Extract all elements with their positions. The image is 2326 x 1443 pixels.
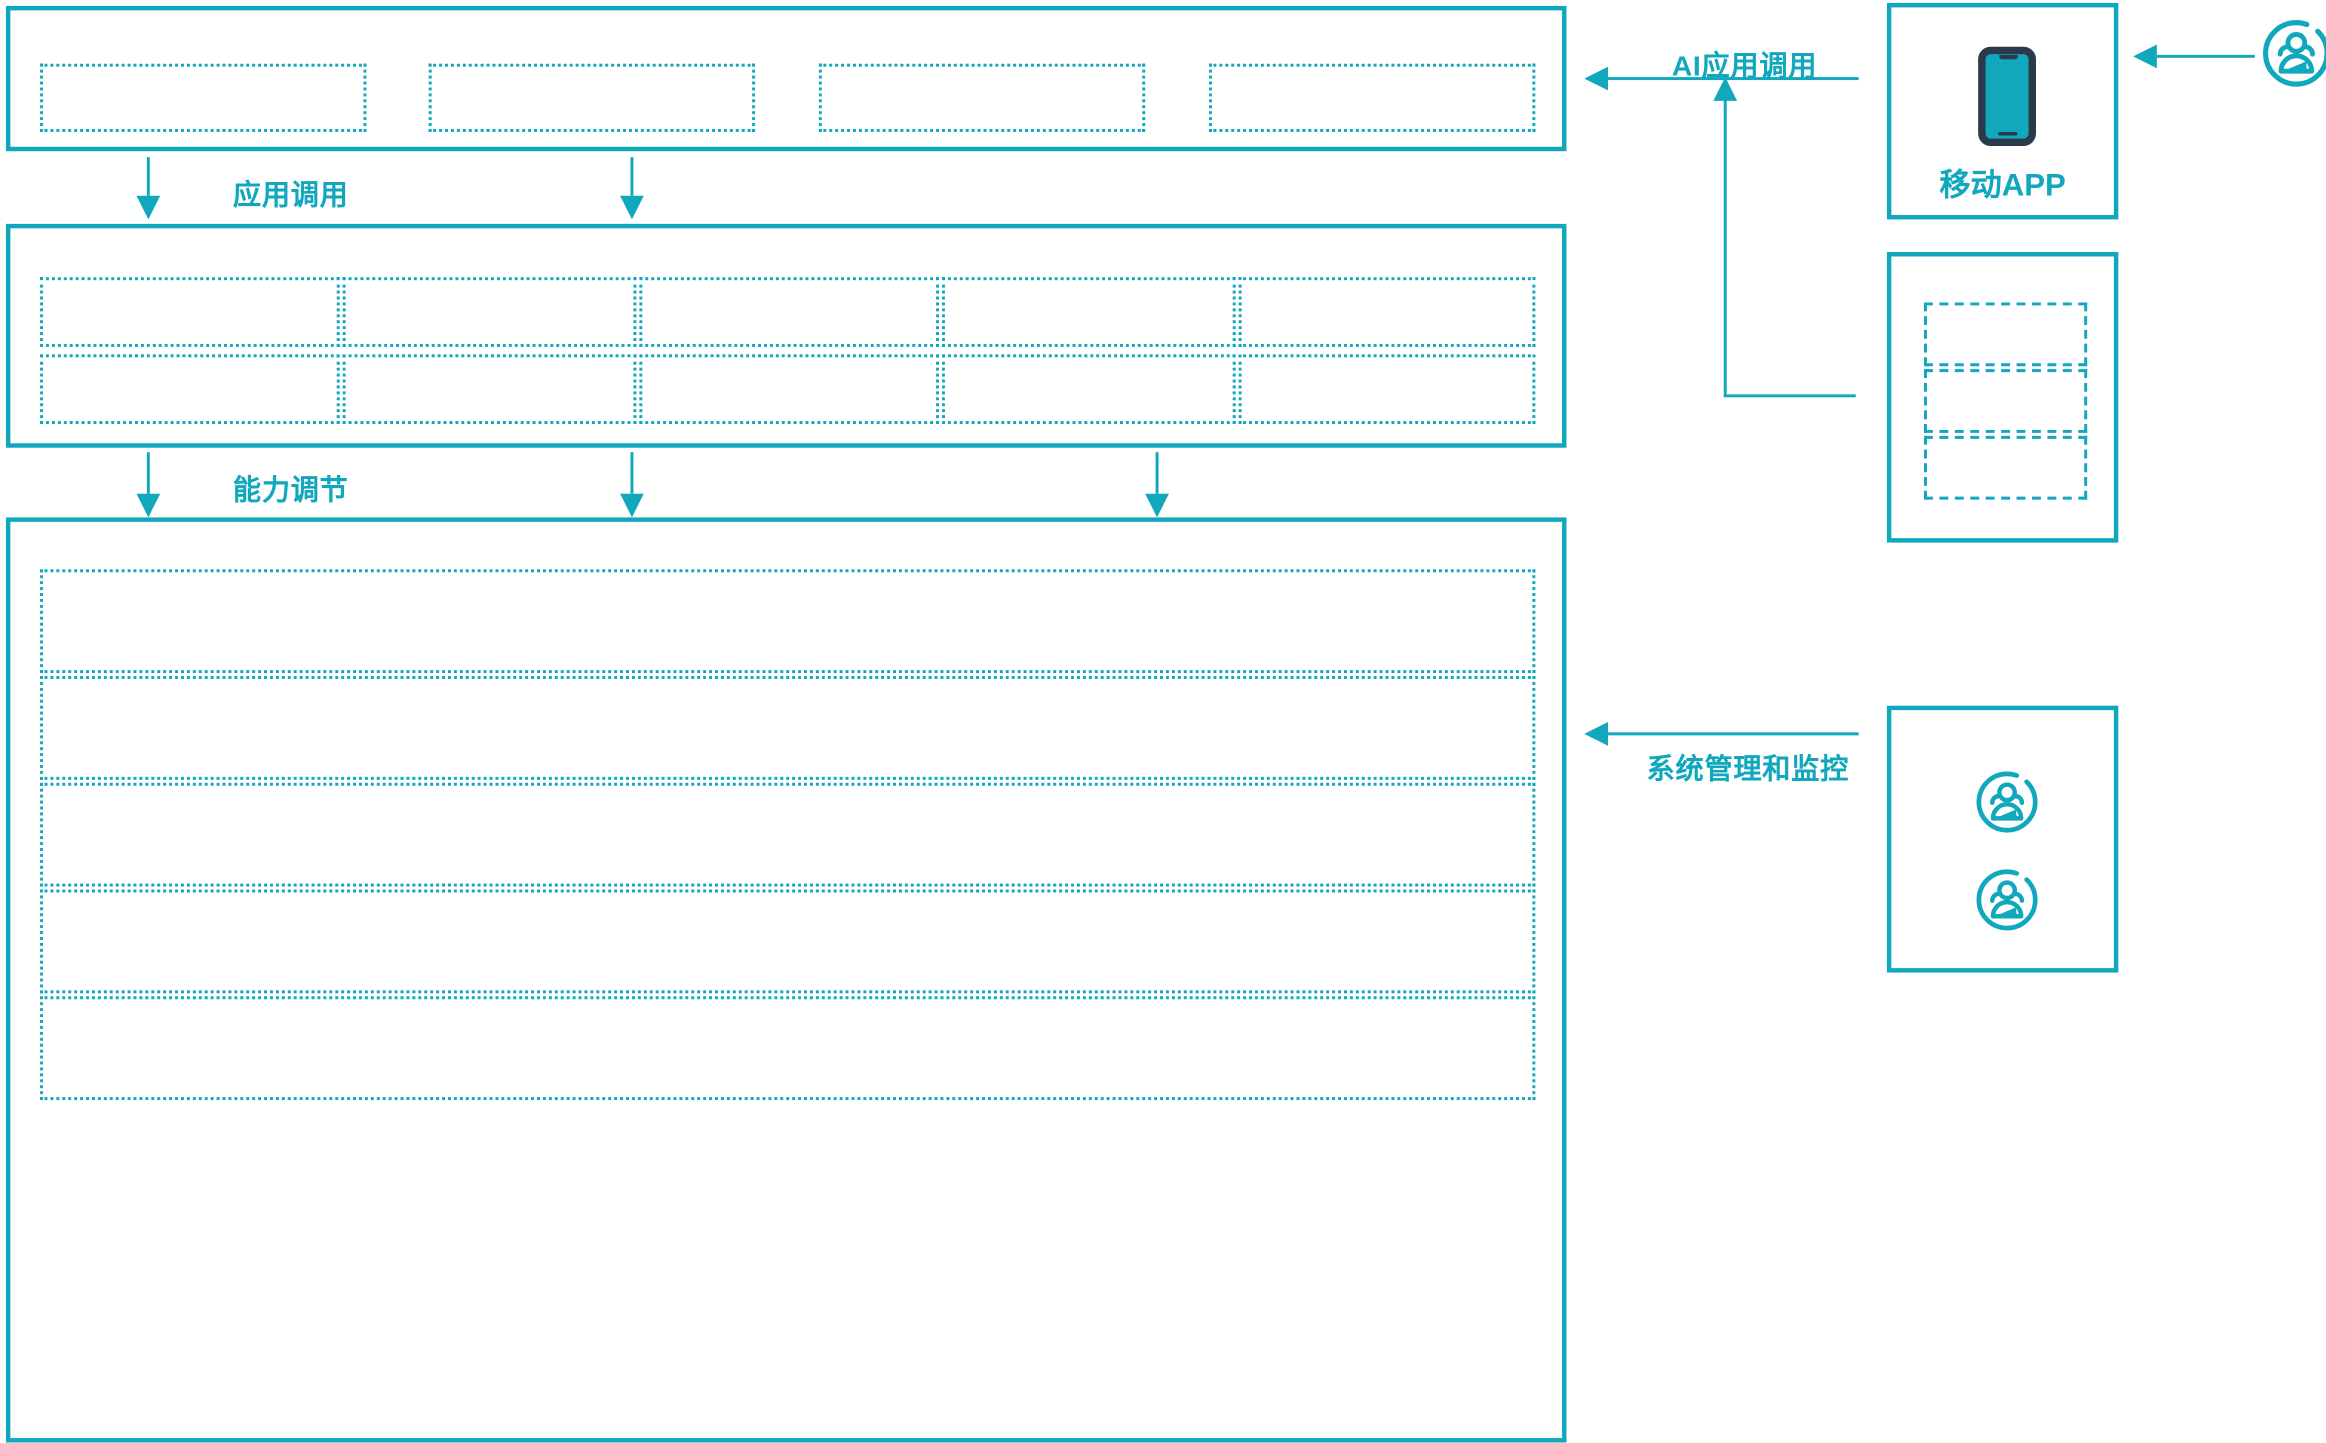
- capability-call-arrow-2: [620, 452, 644, 518]
- external-users-icon: [2261, 18, 2326, 89]
- capability-slot-6[interactable]: [40, 354, 340, 425]
- capability-call-arrow-3: [1145, 452, 1169, 518]
- app-call-arrow-2: [620, 157, 644, 220]
- app-call-arrow-1: [136, 157, 161, 220]
- channel-card[interactable]: [1886, 252, 2119, 543]
- capability-slot-7[interactable]: [342, 354, 637, 425]
- capability-call-arrow-1: [136, 452, 161, 518]
- capability-call-label: 能力调节: [232, 475, 349, 508]
- capability-slot-4[interactable]: [941, 277, 1236, 347]
- platform-layer-row-3[interactable]: [40, 782, 1536, 887]
- mobile-app-card[interactable]: 移动APP: [1886, 2, 2119, 220]
- capability-slot-9[interactable]: [941, 354, 1236, 425]
- users-icon-operations-2: [1974, 867, 2039, 932]
- channel-card-slot-1[interactable]: [1923, 302, 2088, 367]
- ai-app-call-elbow-head: [1713, 77, 1738, 107]
- capability-slot-5[interactable]: [1238, 277, 1536, 347]
- platform-layer-row-4[interactable]: [40, 889, 1536, 994]
- ai-app-call-label: AI应用调用: [1671, 51, 1818, 84]
- mobile-app-caption: 移动APP: [1939, 169, 2066, 204]
- external-users-arrow: [2133, 44, 2255, 69]
- channel-card-slot-2[interactable]: [1923, 369, 2088, 433]
- application-layer-slot-1[interactable]: [40, 63, 367, 132]
- capability-slot-8[interactable]: [639, 354, 940, 425]
- sys-admin-label: 系统管理和监控: [1646, 754, 1850, 786]
- ai-app-call-elbow-horizontal: [1723, 394, 1856, 398]
- platform-layer-panel[interactable]: [5, 517, 1567, 1443]
- users-icon-operations-1: [1974, 769, 2039, 834]
- application-layer-panel[interactable]: [5, 5, 1567, 152]
- capability-slot-3[interactable]: [639, 277, 940, 347]
- platform-layer-row-5[interactable]: [40, 996, 1536, 1101]
- capability-layer-panel[interactable]: [5, 223, 1567, 448]
- sys-admin-arrow: [1584, 722, 1859, 746]
- platform-layer-row-1[interactable]: [40, 569, 1536, 674]
- capability-slot-1[interactable]: [40, 277, 340, 347]
- mobile-phone-icon: [1977, 46, 2039, 147]
- application-layer-slot-4[interactable]: [1208, 63, 1536, 132]
- channel-card-slot-3[interactable]: [1923, 435, 2088, 500]
- architecture-diagram-canvas: 应用调用 能力调节 AI应用调用: [5, 2, 2326, 1443]
- capability-slot-2[interactable]: [342, 277, 637, 347]
- application-layer-slot-2[interactable]: [428, 63, 756, 132]
- capability-slot-10[interactable]: [1238, 354, 1536, 425]
- app-call-label: 应用调用: [232, 180, 349, 213]
- platform-layer-row-2[interactable]: [40, 676, 1536, 780]
- operations-card[interactable]: [1886, 705, 2119, 973]
- ai-app-call-elbow-vertical: [1723, 77, 1727, 396]
- application-layer-slot-3[interactable]: [818, 63, 1146, 132]
